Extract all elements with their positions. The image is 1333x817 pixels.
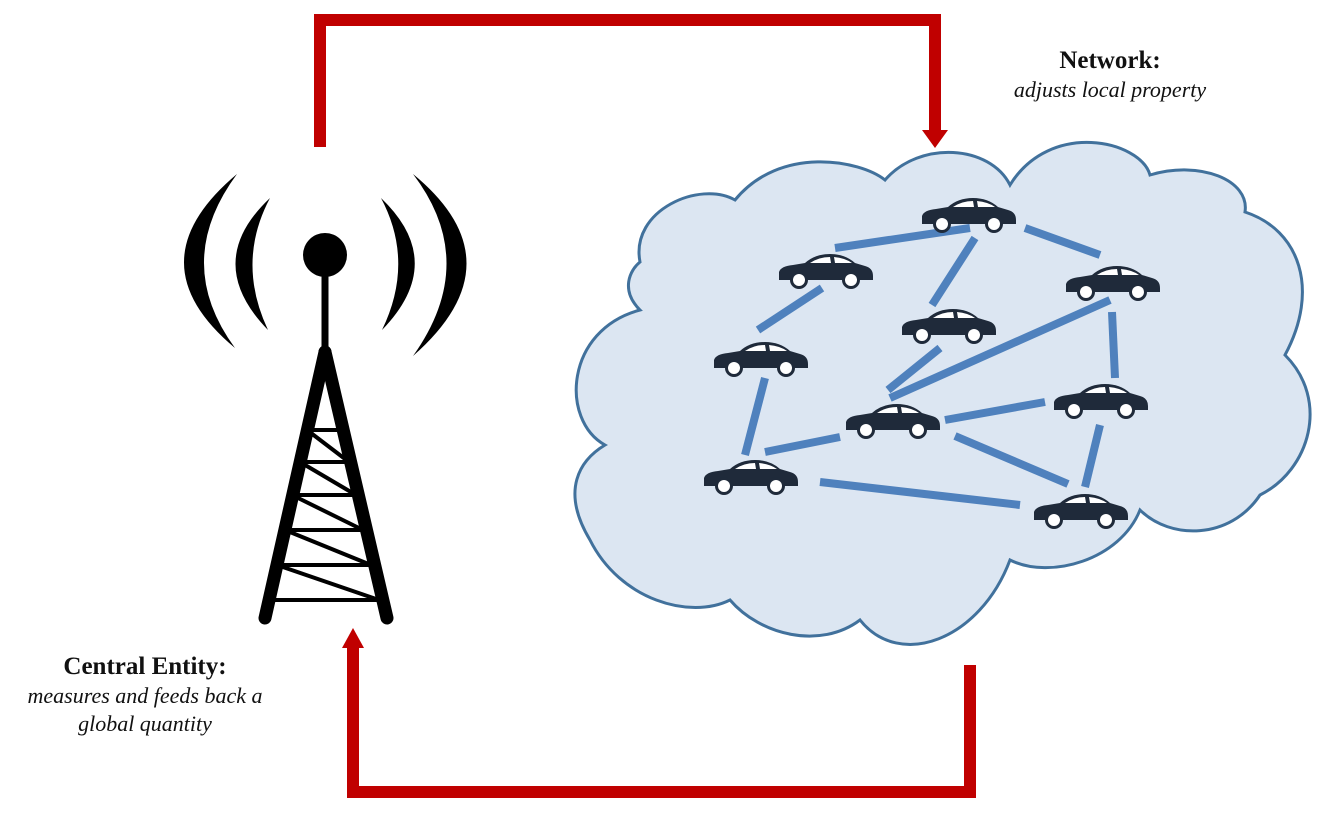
network-link <box>953 432 1070 488</box>
central-entity-title: Central Entity: <box>63 653 227 680</box>
network-links <box>741 224 1119 509</box>
network-link <box>885 344 943 394</box>
central-entity-description-line2: global quantity <box>78 711 212 736</box>
network-title: Network: <box>1059 47 1161 74</box>
network-link <box>944 398 1046 424</box>
network-link <box>1108 311 1119 379</box>
network-link <box>1081 424 1104 488</box>
network-link <box>819 478 1021 509</box>
radio-tower-icon <box>183 174 467 625</box>
network-link <box>755 284 825 334</box>
network-link <box>1023 224 1102 259</box>
central-entity-description-line1: measures and feeds back a <box>27 683 263 708</box>
network-link <box>834 224 971 252</box>
network-link <box>764 433 841 456</box>
network-link <box>741 376 769 457</box>
network-link <box>888 296 1112 402</box>
network-description: adjusts local property <box>1013 77 1207 102</box>
network-link <box>928 235 979 308</box>
bottom-feedback-arrow <box>342 628 976 798</box>
central-entity-label: Central Entity: measures and feeds back … <box>0 652 290 738</box>
network-label: Network: adjusts local property <box>980 46 1240 104</box>
top-feedback-arrow <box>314 14 948 148</box>
